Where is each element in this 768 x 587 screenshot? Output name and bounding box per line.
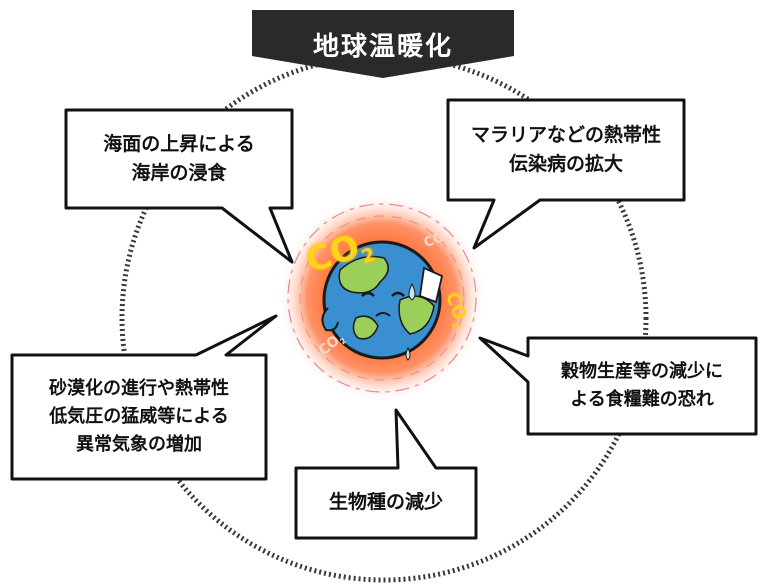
bubble-species-line-1: 生物種の減少: [328, 491, 443, 514]
bubble-species: 生物種の減少: [296, 468, 476, 538]
bubble-disease-line-2: 伝染病の拡大: [508, 153, 623, 175]
bubble-disease: マラリアなどの熱帯性 伝染病の拡大: [448, 100, 684, 200]
page-title: 地球温暖化: [312, 32, 453, 62]
bubble-climate-line-2: 低気圧の猛威等による: [49, 406, 229, 428]
bubble-sea-level-shape: [64, 108, 294, 264]
bubble-climate-shape: [10, 314, 278, 481]
heat-ring: [287, 203, 477, 393]
title-banner: 地球温暖化: [252, 8, 514, 76]
bubble-disease-shape: [446, 98, 686, 250]
bubble-food: 穀物生産等の減少に よる食糧難の恐れ: [528, 338, 756, 434]
bubble-climate: 砂漠化の進行や熱帯性 低気圧の猛威等による 異常気象の増加: [12, 355, 266, 479]
bubble-sea-level-line-1: 海面の上昇による: [103, 132, 255, 155]
bubble-food-line-1: 穀物生産等の減少に: [561, 361, 723, 383]
cycle-circle: [119, 53, 649, 583]
sad-earth-illustration: [321, 240, 444, 361]
bubble-sea-level: 海面の上昇による 海岸の浸食: [66, 110, 292, 208]
bubble-species-shape: [294, 408, 478, 540]
bubble-food-shape: [478, 336, 758, 436]
title-banner-shape: [252, 10, 514, 78]
bubble-food-line-2: よる食糧難の恐れ: [570, 389, 714, 410]
bubble-disease-line-1: マラリアなどの熱帯性: [470, 123, 661, 146]
bubble-sea-level-line-2: 海岸の浸食: [131, 162, 227, 184]
heat-ring-inner: [299, 215, 465, 381]
bubble-climate-line-1: 砂漠化の進行や熱帯性: [49, 378, 229, 400]
bubble-climate-line-3: 異常気象の増加: [76, 433, 202, 455]
